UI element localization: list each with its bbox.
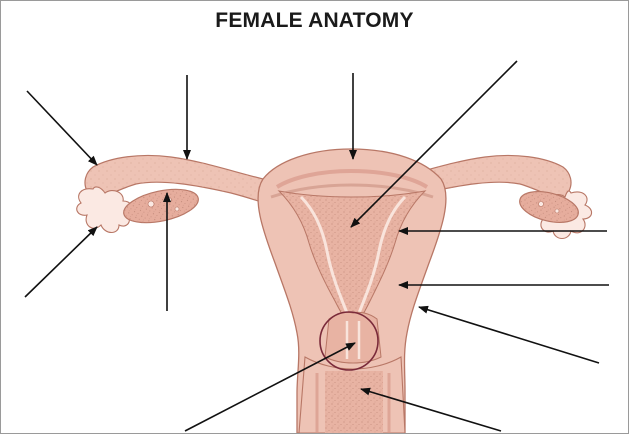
cervix xyxy=(325,312,381,363)
left-ovary xyxy=(121,183,202,228)
arrow-fimbriae-lower-left xyxy=(25,227,97,297)
arrow-perimetrium xyxy=(419,307,599,363)
arrow-fimbriae-upper-left xyxy=(27,91,97,165)
